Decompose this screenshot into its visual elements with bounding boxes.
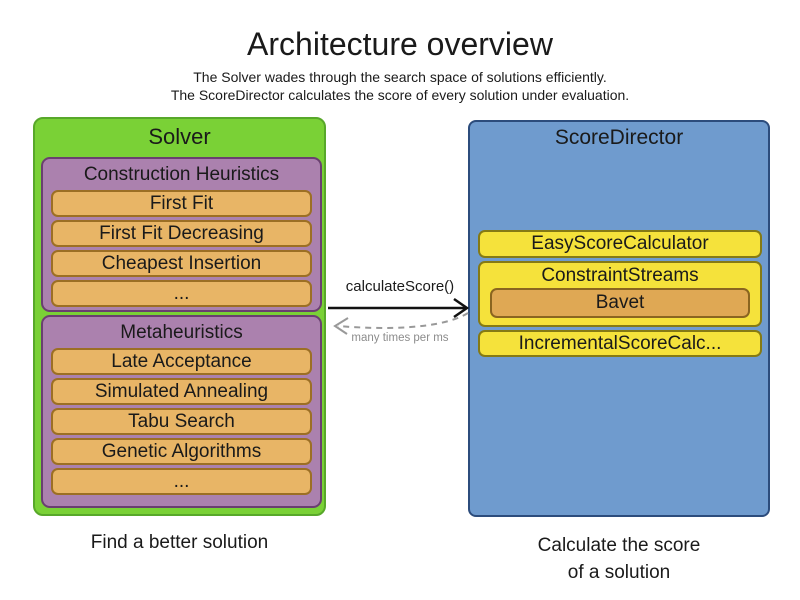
- caption-line: of a solution: [567, 562, 671, 583]
- score-director-label: ScoreDirector: [554, 126, 684, 149]
- frequency-label: many times per ms: [351, 332, 449, 344]
- subtitle-line-2: The ScoreDirector calculates the score o…: [170, 87, 630, 103]
- list-item: Cheapest Insertion: [51, 250, 312, 277]
- caption-line: Calculate the score: [537, 535, 701, 556]
- solver-box: Solver Construction Heuristics First Fit…: [33, 117, 326, 516]
- list-item: Late Acceptance: [51, 348, 312, 375]
- construction-heuristics-label: Construction Heuristics: [83, 164, 280, 185]
- list-item: Simulated Annealing: [51, 378, 312, 405]
- page-title: Architecture overview: [247, 26, 553, 62]
- solid-right-arrow: [328, 297, 470, 319]
- solver-caption: Find a better solution: [90, 532, 269, 553]
- calculate-score-label: calculateScore(): [345, 278, 455, 295]
- constraint-streams-box: ConstraintStreams Bavet: [478, 261, 762, 327]
- construction-heuristics-box: Construction Heuristics First Fit First …: [41, 157, 322, 312]
- solver-label: Solver: [148, 124, 211, 149]
- metaheuristics-box: Metaheuristics Late Acceptance Simulated…: [41, 315, 322, 508]
- bavet-box: Bavet: [490, 288, 750, 318]
- metaheuristics-items: Late Acceptance Simulated Annealing Tabu…: [43, 348, 320, 495]
- list-item: First Fit: [51, 190, 312, 217]
- call-arrows: [328, 297, 470, 335]
- constraint-streams-label: ConstraintStreams: [541, 265, 699, 286]
- dashed-left-arrow: [333, 312, 469, 335]
- score-director-caption: Calculate the score of a solution: [468, 532, 770, 586]
- list-item: ...: [51, 468, 312, 495]
- list-item: ...: [51, 280, 312, 307]
- list-item: Tabu Search: [51, 408, 312, 435]
- incremental-score-calculator-box: IncrementalScoreCalc...: [478, 330, 762, 357]
- list-item: Genetic Algorithms: [51, 438, 312, 465]
- easy-score-calculator-box: EasyScoreCalculator: [478, 230, 762, 258]
- construction-heuristics-items: First Fit First Fit Decreasing Cheapest …: [43, 190, 320, 307]
- list-item: First Fit Decreasing: [51, 220, 312, 247]
- subtitle-line-1: The Solver wades through the search spac…: [193, 69, 607, 85]
- metaheuristics-label: Metaheuristics: [120, 322, 243, 343]
- score-director-box: ScoreDirector EasyScoreCalculator Constr…: [468, 120, 770, 517]
